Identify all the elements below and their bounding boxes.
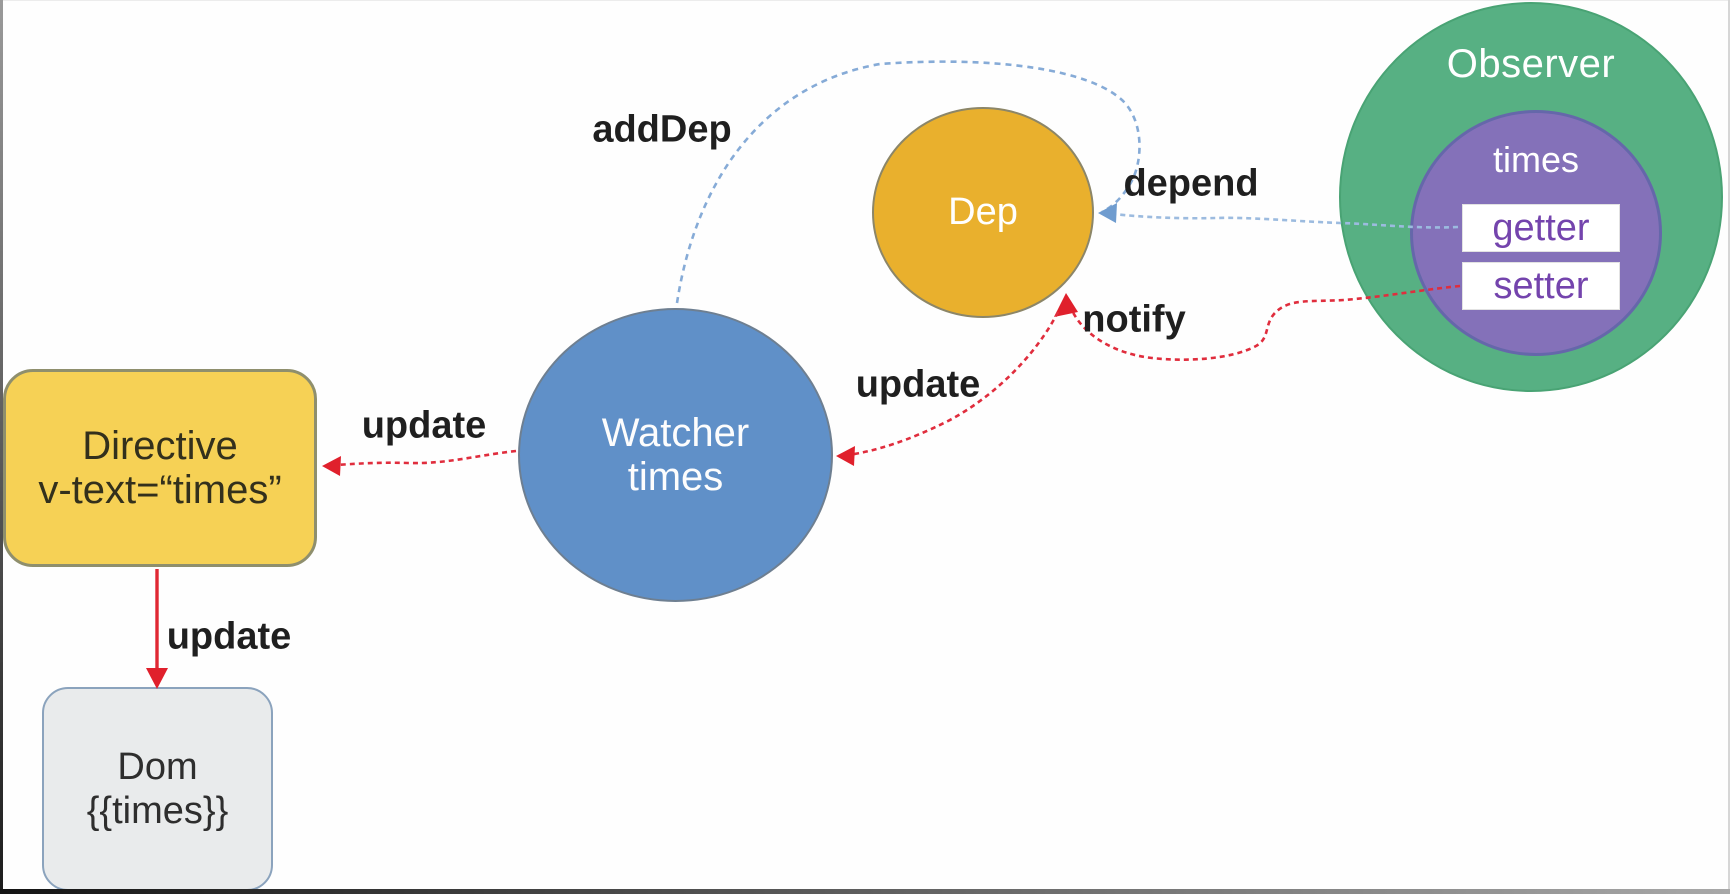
watcher-circle: Watcher times — [518, 308, 833, 602]
frame-border-left — [0, 0, 3, 894]
edge-label-update-directive-dom: update — [166, 615, 292, 658]
directive-box: Directive v-text=“times” — [3, 369, 317, 567]
edge-label-depend: depend — [1123, 162, 1259, 205]
edge-label-notify: notify — [1082, 298, 1186, 341]
dom-label-line2: {{times}} — [86, 790, 229, 832]
frame-border-right — [1728, 0, 1730, 894]
dep-circle: Dep — [872, 107, 1094, 318]
notify-arrowhead-icon — [1054, 293, 1078, 317]
edge-update-watcher-directive-path — [335, 449, 517, 467]
update-directive-dom-arrowhead-icon — [146, 668, 168, 689]
watcher-label-line1: Watcher — [601, 411, 750, 455]
setter-box: setter — [1462, 262, 1620, 310]
frame-border-bottom — [0, 889, 1730, 894]
directive-label-line1: Directive — [82, 424, 238, 468]
edge-label-update-dep-watcher: update — [855, 363, 981, 406]
watcher-label-line2: times — [627, 455, 724, 499]
update-dep-watcher-arrowhead-icon — [836, 446, 855, 466]
frame-border-top — [0, 0, 1730, 1]
edge-label-adddep: addDep — [592, 108, 732, 151]
observer-label: Observer — [1446, 42, 1616, 86]
times-property-label: times — [1492, 139, 1579, 180]
update-watcher-directive-arrowhead-icon — [322, 456, 341, 476]
dom-label-line1: Dom — [117, 746, 198, 788]
edge-label-update-watcher-directive: update — [361, 404, 487, 447]
depend-arrowhead-icon — [1098, 203, 1117, 223]
directive-label-line2: v-text=“times” — [38, 468, 282, 512]
dom-box: Dom {{times}} — [42, 687, 273, 891]
getter-box: getter — [1462, 204, 1620, 252]
